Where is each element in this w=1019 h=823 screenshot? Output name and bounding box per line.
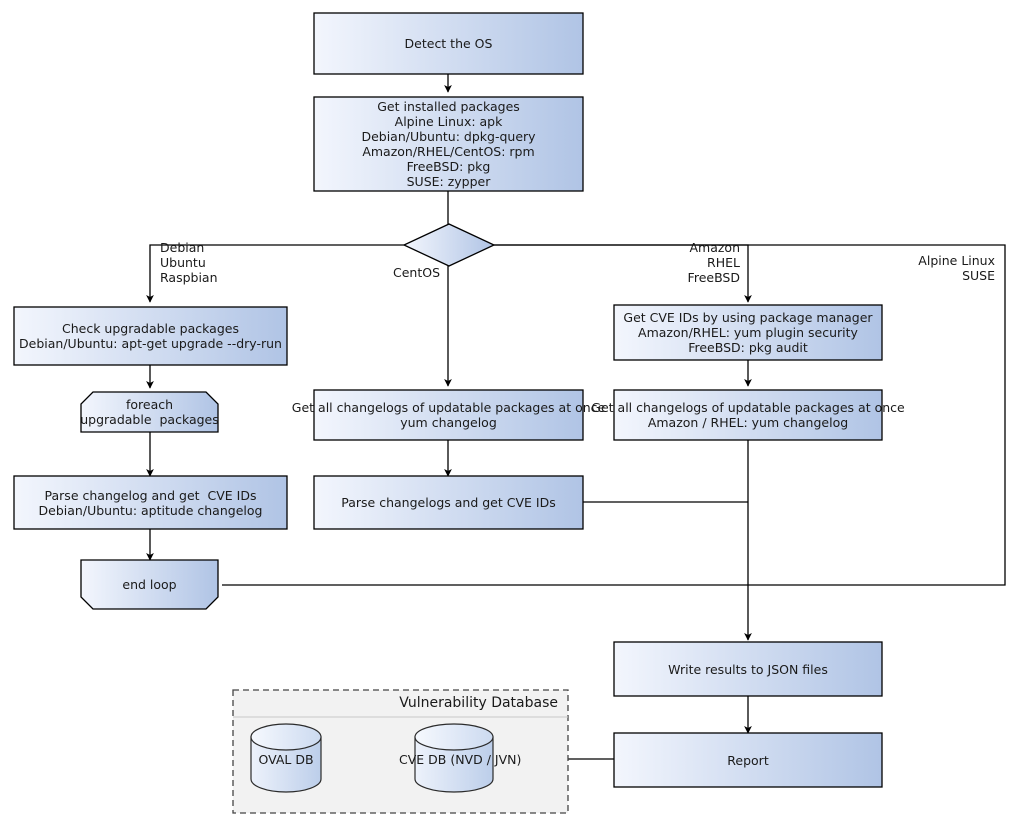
- edge-decision-debian: [146, 244, 404, 303]
- node-parse-changelogs-centos[interactable]: [313, 475, 584, 530]
- node-os-decision[interactable]: [402, 223, 496, 267]
- node-write-json[interactable]: [613, 641, 883, 697]
- node-get-cve-pkg-manager[interactable]: [613, 304, 883, 361]
- oval-db-cylinder: [250, 723, 322, 793]
- node-parse-changelog-deb[interactable]: [13, 475, 288, 530]
- edge-decision-amazon: [494, 244, 752, 303]
- node-end-loop[interactable]: [80, 559, 219, 610]
- cve-db-cylinder: [414, 723, 494, 793]
- nodes-group: [13, 12, 883, 788]
- node-changelogs-amazon[interactable]: [613, 389, 883, 441]
- vulnerability-database-panel: [232, 689, 569, 814]
- node-get-installed-packages[interactable]: [313, 96, 584, 192]
- node-report[interactable]: [613, 732, 883, 788]
- edge-decision-alpine: [494, 244, 1006, 586]
- node-changelogs-centos[interactable]: [313, 389, 584, 441]
- edges-group: [146, 74, 1006, 760]
- node-foreach-loop[interactable]: [80, 391, 219, 433]
- node-detect-os[interactable]: [313, 12, 584, 75]
- node-check-upgradable[interactable]: [13, 306, 288, 366]
